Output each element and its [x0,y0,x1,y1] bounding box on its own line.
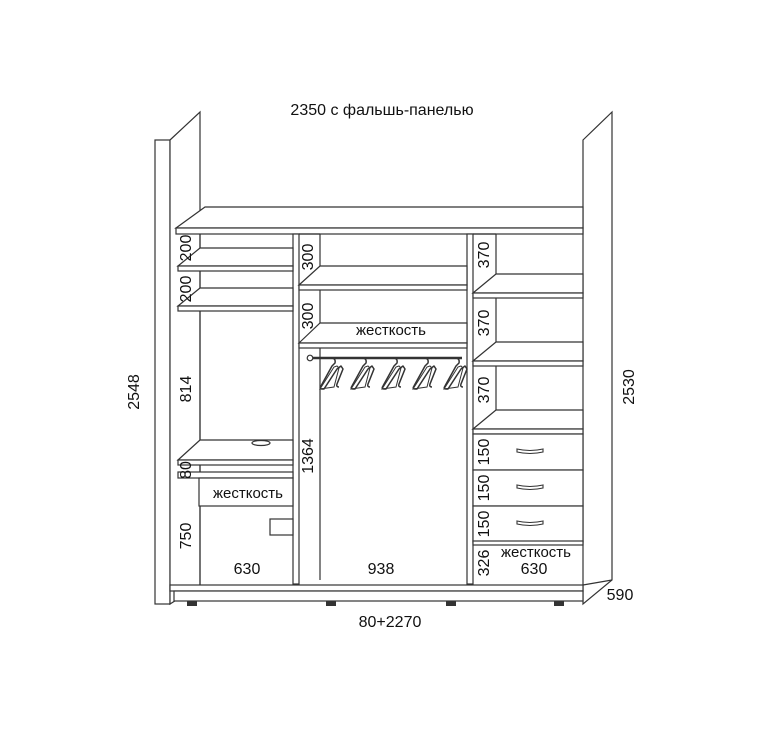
left-shelves [176,247,294,479]
left-width-label: 630 [234,561,261,578]
left-stiffener-label: жесткость [213,485,283,502]
right-height-2: 370 [476,377,493,404]
middle-height-0: 300 [300,244,317,271]
right-shelves [471,273,584,435]
title-label: 2350 с фальшь-панелью [290,102,473,119]
divider-right [466,233,497,585]
right-stiffener-label: жесткость [501,544,571,561]
left-height-1: 200 [178,276,195,303]
foot [446,601,456,606]
middle-shelves: жесткость [297,265,468,349]
drawer-handle-icon [516,520,544,527]
middle-height-1: 300 [300,303,317,330]
foot [554,601,564,606]
foot [187,601,197,606]
drawer-handle-icon [516,484,544,491]
hanger-icon [411,357,437,390]
feet [187,601,564,606]
left-height-3: 80 [178,461,195,479]
hanger-icon [318,357,344,390]
right-height-label: 2530 [621,369,638,405]
right-height-6: 326 [476,550,493,577]
left-height-2: 814 [178,376,195,403]
hanger-icon [349,357,375,390]
hanging-rail [306,354,462,362]
depth-label: 590 [607,587,634,604]
right-height-0: 370 [476,242,493,269]
right-side-panel [582,110,613,606]
drawers [472,433,584,543]
right-height-3: 150 [476,439,493,466]
middle-width-label: 938 [368,561,395,578]
drawer [472,469,584,507]
left-height-4: 750 [178,523,195,550]
hangers [318,357,468,390]
drawer [472,433,584,471]
middle-stiffener-label: жесткость [356,322,426,339]
right-height-4: 150 [476,475,493,502]
left-stiffener: жесткость [198,477,294,507]
left-lower-fitting [269,518,294,536]
top-shelf [174,206,584,235]
right-height-1: 370 [476,310,493,337]
bottom-width-label: 80+2270 [359,614,422,631]
right-width-label: 630 [521,561,548,578]
left-height-0: 200 [178,235,195,262]
foot [326,601,336,606]
plinth [169,579,613,602]
drawer-handle-icon [516,448,544,455]
hanger-icon [380,357,406,390]
right-stiffener: жесткость [472,540,584,561]
right-height-5: 150 [476,511,493,538]
left-height-label: 2548 [126,374,143,410]
hanger-icon [442,357,468,390]
middle-height-2: 1364 [300,438,317,474]
divider-left [292,233,321,585]
